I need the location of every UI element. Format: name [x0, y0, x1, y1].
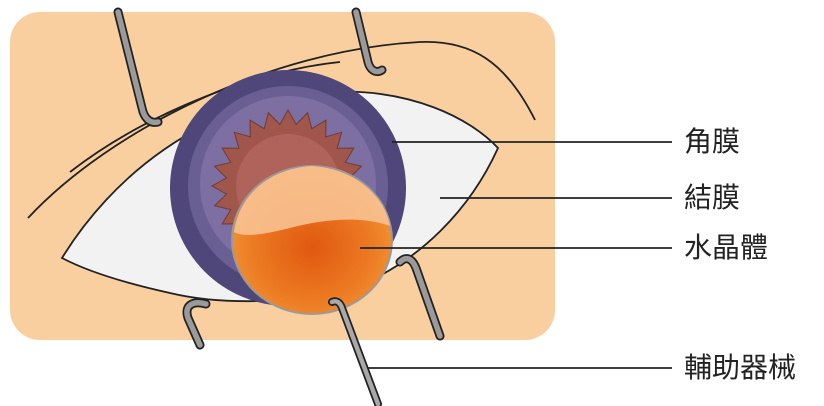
cornea-label: 角膜	[684, 128, 740, 156]
lens-label: 水晶體	[684, 234, 768, 262]
instrument-label: 輔助器械	[684, 354, 796, 382]
conjunctiva-label: 結膜	[684, 184, 740, 212]
